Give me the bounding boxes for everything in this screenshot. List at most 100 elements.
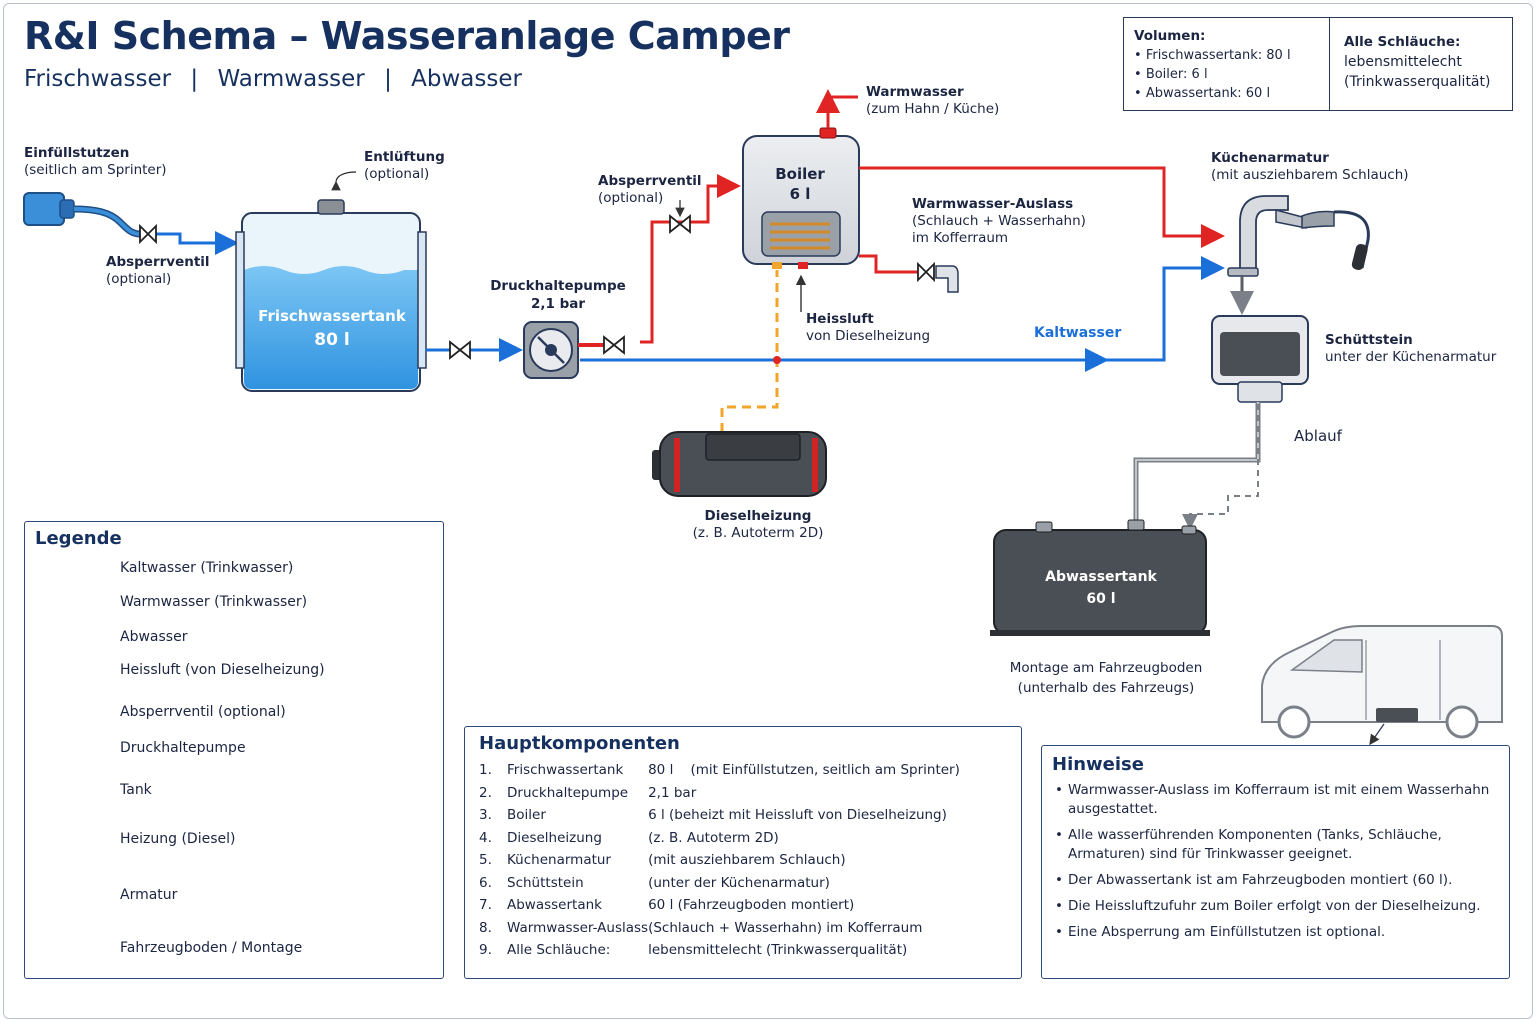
hot-line-trunk <box>859 254 918 274</box>
component-row: 1. Frischwassertank 80 l (mit Einfüllstutz… <box>479 760 960 783</box>
component-name: Boiler <box>507 807 546 823</box>
label-drain: Ablauf <box>1294 427 1342 445</box>
hoses-text-1: lebensmittelecht <box>1344 54 1462 70</box>
vent-line-waste <box>1182 404 1259 530</box>
label-boiler: Boiler 6 l <box>775 165 825 203</box>
component-number: 4. <box>479 829 492 846</box>
component-number: 7. <box>479 897 492 913</box>
component-name: Alle Schläuche: <box>507 942 611 958</box>
hot-line-kitchen <box>859 166 1225 248</box>
hoses-heading: Alle Schläuche: <box>1344 34 1461 50</box>
label-shutoff-boiler: Absperrventil (optional) <box>598 173 702 206</box>
components-table: 1. Frischwassertank 80 l (mit Einfüllstutz… <box>479 760 960 963</box>
subtitle-waste: Abwasser <box>411 66 522 92</box>
kitchen-faucet <box>1227 195 1370 277</box>
volume-list: Volumen: Frischwassertank: 80 l Boiler: … <box>1124 18 1330 110</box>
label-diesel-heater: Dieselheizung (z. B. Autoterm 2D) <box>692 508 824 541</box>
notes-title: Hinweise <box>1052 754 1144 775</box>
component-name: Schüttstein <box>507 874 584 891</box>
boiler <box>742 127 860 269</box>
subtitle-sep-2: | <box>384 66 392 92</box>
component-row: 5.Küchenarmatur(mit ausziehbarem Schlauc… <box>479 850 960 873</box>
legend-item: Heizung (Diesel) <box>120 831 236 847</box>
label-kitchen-faucet: Küchenarmatur (mit ausziehbarem Schlauch… <box>1211 150 1409 183</box>
component-desc: (unter der Küchenarmatur) <box>648 874 830 891</box>
fresh-water-tank <box>235 199 427 392</box>
page-subtitle: Frischwasser | Warmwasser | Abwasser <box>24 66 522 92</box>
component-name: Küchenarmatur <box>507 852 611 868</box>
component-number: 9. <box>479 942 492 958</box>
trunk-tap-icon <box>917 261 959 293</box>
cold-line-filler <box>140 231 239 255</box>
label-filler-neck: Einfüllstutzen (seitlich am Sprinter) <box>24 145 167 178</box>
legend-item: Heissluft (von Dieselheizung) <box>120 662 325 678</box>
component-name: Frischwassertank <box>507 762 624 778</box>
legend-panel: Legende Kaltwasser (Trinkwasser) Warmwas… <box>24 521 444 979</box>
hoses-text-2: (Trinkwasserqualität) <box>1344 74 1491 90</box>
legend-item: Tank <box>120 782 152 798</box>
component-number: 2. <box>479 784 492 801</box>
label-hot-outlet: Warmwasser-Auslass (Schlauch + Wasserhah… <box>912 196 1086 246</box>
label-sink: Schüttstein unter der Küchenarmatur <box>1325 332 1497 365</box>
hot-air-duct <box>720 270 779 432</box>
component-number: 1. <box>479 762 492 778</box>
component-number: 3. <box>479 807 492 823</box>
waste-line <box>1133 402 1261 522</box>
note-item: Der Abwassertank ist am Fahrzeugboden mo… <box>1052 871 1499 890</box>
label-waste-tank: Abwassertank 60 l <box>1045 569 1157 607</box>
component-row: 4.Dieselheizung(z. B. Autoterm 2D) <box>479 828 960 851</box>
note-item: Eine Absperrung am Einfüllstutzen ist op… <box>1052 923 1499 942</box>
hot-line-boiler-in <box>640 174 741 344</box>
hoses-note: Alle Schläuche: lebensmittelecht (Trinkw… <box>1330 18 1512 110</box>
component-name: Druckhaltepumpe <box>507 784 629 801</box>
note-item: Warmwasser-Auslass im Kofferraum ist mit… <box>1052 781 1499 819</box>
component-row: 3. Boiler 6 l (beheizt mit Heissluft von D… <box>479 805 960 828</box>
legend-item: Absperrventil (optional) <box>120 704 286 720</box>
legend-item: Kaltwasser (Trinkwasser) <box>120 560 294 576</box>
subtitle-sep-1: | <box>190 66 199 92</box>
component-desc: 2,1 bar <box>648 784 697 801</box>
notes-list: Warmwasser-Auslass im Kofferraum ist mit… <box>1052 781 1499 942</box>
legend-title: Legende <box>35 528 122 549</box>
subtitle-fresh: Frischwasser <box>24 66 172 92</box>
sink <box>1211 315 1309 403</box>
label-hot-air: Heissluft von Dieselheizung <box>806 311 931 344</box>
component-row: 8.Warmwasser-Auslass(Schlauch + Wasserha… <box>479 918 960 941</box>
notes-panel: Hinweise Warmwasser-Auslass im Kofferrau… <box>1041 745 1510 979</box>
volume-item: Abwassertank: 60 l <box>1134 84 1319 103</box>
legend-item: Fahrzeugboden / Montage <box>120 940 303 956</box>
diesel-heater <box>652 431 827 497</box>
shutoff-valve-tank-icon <box>449 340 471 360</box>
components-panel: Hauptkomponenten 1. Frischwassertank 80 l … <box>464 726 1022 979</box>
page-frame <box>3 3 1533 1019</box>
component-desc: (z. B. Autoterm 2D) <box>648 829 779 846</box>
component-desc: 6 l (beheizt mit Heissluft von Dieselhei… <box>648 807 947 823</box>
label-shutoff-filler: Absperrventil (optional) <box>106 254 210 287</box>
label-vent: Entlüftung (optional) <box>364 149 445 182</box>
components-title: Hauptkomponenten <box>479 733 680 754</box>
vent-pointer <box>331 171 357 191</box>
van-illustration <box>1261 625 1503 739</box>
cold-line-main <box>580 256 1225 362</box>
hot-line-up <box>826 95 858 128</box>
component-number: 5. <box>479 852 492 868</box>
volume-box: Volumen: Frischwassertank: 80 l Boiler: … <box>1123 17 1513 111</box>
component-desc: (Schlauch + Wasserhahn) im Kofferraum <box>648 919 923 936</box>
shutoff-valve-pump-icon <box>603 335 625 355</box>
waste-water-tank <box>990 519 1210 636</box>
component-row: 9. Alle Schläuche: lebensmittelecht (Trink… <box>479 940 960 963</box>
legend-item: Abwasser <box>120 629 188 645</box>
legend-item: Armatur <box>120 887 178 903</box>
component-number: 8. <box>479 919 492 936</box>
label-mounting: Montage am Fahrzeugboden (unterhalb des … <box>1009 660 1203 696</box>
component-number: 6. <box>479 874 492 891</box>
legend-item: Druckhaltepumpe <box>120 740 246 756</box>
pressure-pump <box>523 321 579 379</box>
component-desc: 80 l (mit Einfüllstutzen, seitlich am Sp… <box>648 762 960 778</box>
subtitle-warm: Warmwasser <box>217 66 365 92</box>
component-desc: lebensmittelecht (Trinkwasserqualität) <box>648 942 908 958</box>
volume-item: Boiler: 6 l <box>1134 65 1319 84</box>
volume-heading: Volumen: <box>1134 28 1206 44</box>
label-cold-water: Kaltwasser <box>1034 325 1122 341</box>
